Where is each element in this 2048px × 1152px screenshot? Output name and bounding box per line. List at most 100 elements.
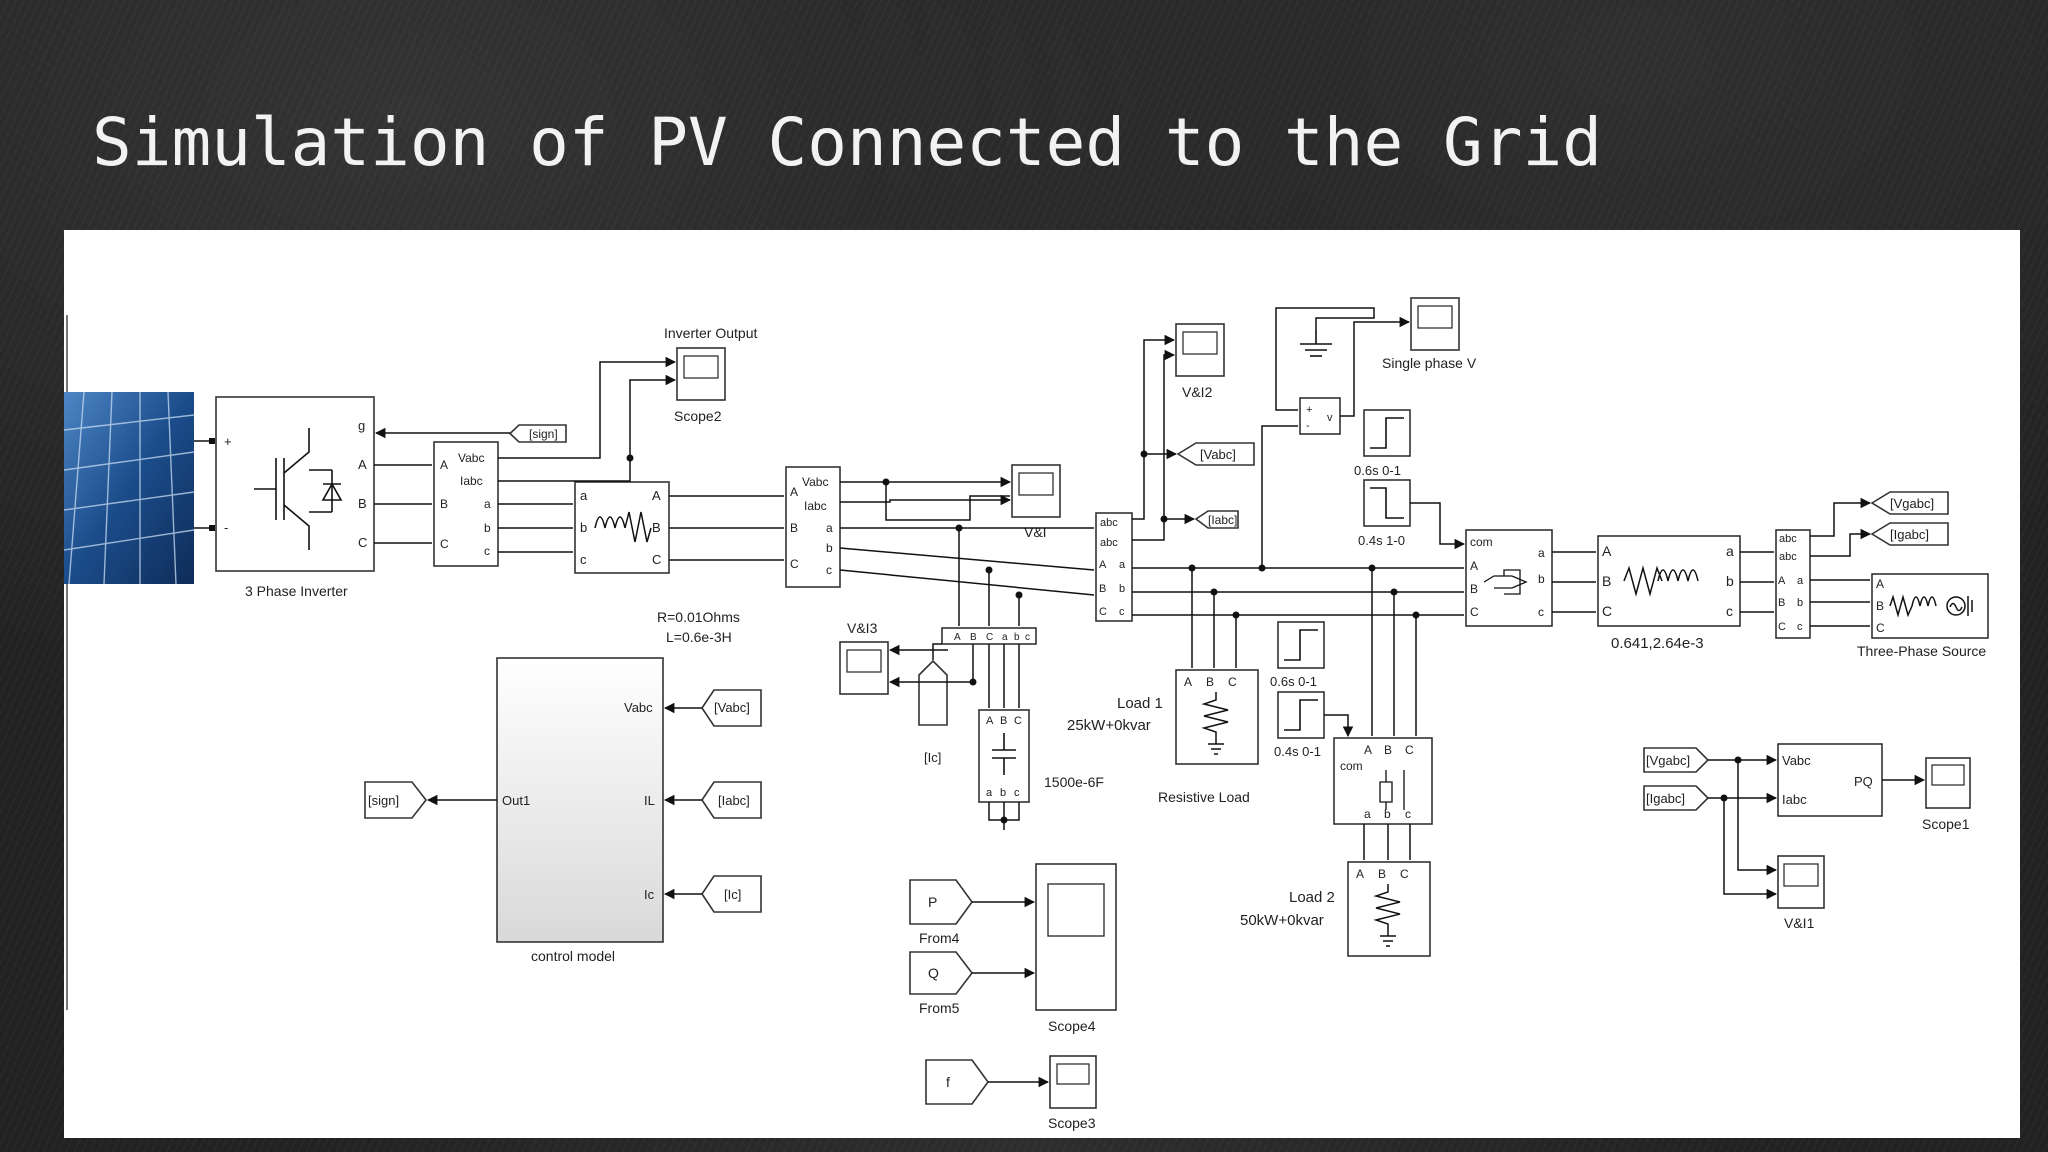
scope-vi3-label: V&I3	[847, 620, 878, 636]
load2-label: Load 2	[1289, 889, 1335, 906]
step-icon	[1370, 417, 1404, 449]
single-phase-v-label: Single phase V	[1382, 355, 1477, 371]
svg-text:Vabc: Vabc	[802, 475, 828, 489]
pq-block[interactable]: Vabc Iabc PQ	[1777, 743, 1883, 817]
scope2-block[interactable]	[676, 347, 726, 401]
three-phase-source-label: Three-Phase Source	[1857, 643, 1986, 659]
svg-text:C: C	[1099, 606, 1107, 618]
ground-icon	[1300, 330, 1332, 357]
svg-text:b: b	[484, 521, 491, 535]
from4-tag[interactable]: P	[909, 879, 973, 925]
svg-text:a: a	[986, 787, 993, 799]
line-rl-block[interactable]: A B C a b c	[1597, 535, 1741, 627]
scope-icon	[683, 355, 719, 379]
goto-ic-tag[interactable]: [Ic]	[918, 659, 948, 765]
svg-text:A: A	[1184, 675, 1192, 689]
from-vgabc-tag[interactable]: [Vgabc]	[1643, 747, 1710, 773]
svg-text:C: C	[1876, 621, 1885, 635]
rl-filter-block[interactable]: a b c A B C	[574, 481, 670, 574]
svg-text:B: B	[1384, 743, 1392, 757]
control-output: Out1	[502, 793, 530, 808]
svg-text:a: a	[1538, 546, 1545, 560]
scope-vi3-block[interactable]	[839, 641, 889, 695]
goto-iabc-tag[interactable]: [Iabc]	[1194, 510, 1239, 529]
scope-icon	[1931, 764, 1965, 786]
from5-tag[interactable]: Q	[909, 951, 974, 995]
svg-text:C: C	[652, 552, 661, 567]
scope-vi1-block[interactable]	[1777, 855, 1825, 909]
svg-text:a: a	[826, 521, 833, 535]
svg-text:[sign]: [sign]	[529, 427, 558, 441]
svg-text:[sign]: [sign]	[368, 793, 399, 808]
svg-text:A: A	[1470, 559, 1478, 573]
svg-text:B: B	[1000, 715, 1007, 727]
scope-vi2-block[interactable]	[1175, 323, 1225, 377]
svg-text:B: B	[1876, 599, 1884, 613]
svg-text:A: A	[1364, 743, 1372, 757]
scope1-block[interactable]	[1925, 757, 1971, 809]
svg-text:B: B	[652, 520, 661, 535]
svg-text:b: b	[1014, 632, 1020, 643]
inverter-port-g: g	[358, 418, 365, 433]
svg-text:b: b	[580, 520, 587, 535]
scope3-block[interactable]	[1049, 1055, 1097, 1109]
single-phase-scope-block[interactable]	[1410, 297, 1460, 351]
inverter-port-b: B	[358, 496, 367, 511]
svg-text:c: c	[580, 552, 587, 567]
svg-text:B: B	[790, 521, 798, 535]
measurement-block-4[interactable]: abc abc A B C a b c	[1775, 529, 1811, 639]
control-model-block[interactable]: Vabc IL Ic Out1	[496, 657, 664, 943]
breaker-block-2[interactable]: com A B C a b c	[1333, 737, 1433, 825]
svg-text:A: A	[790, 485, 798, 499]
from-f-tag[interactable]: f	[925, 1059, 989, 1105]
measurement-block-2[interactable]: A B C Vabc Iabc a b c	[785, 466, 841, 588]
measurement-block-3[interactable]: abc abc A B C a b c	[1095, 512, 1133, 622]
from-igabc-tag[interactable]: [Igabc]	[1643, 785, 1710, 811]
svg-text:C: C	[1228, 675, 1237, 689]
capacitor-block[interactable]: A B C a b c	[978, 709, 1030, 803]
from-iabc-tag[interactable]: [Iabc]	[701, 781, 762, 819]
measurement-block-1[interactable]: A B C Vabc Iabc a b c	[433, 441, 499, 567]
svg-text:B: B	[1378, 867, 1386, 881]
scope-icon	[1182, 331, 1218, 355]
goto-igabc-tag[interactable]: [Igabc]	[1870, 522, 1949, 546]
svg-text:a: a	[580, 488, 588, 503]
slide-title: Simulation of PV Connected to the Grid	[92, 104, 1602, 181]
goto-sign-tag-2[interactable]: [sign]	[364, 781, 428, 819]
inverter-block[interactable]: + - g A B C	[215, 396, 375, 572]
capacitor-measurement-block[interactable]: A B C a b c	[941, 627, 1037, 645]
goto-sign-tag[interactable]: [sign]	[508, 424, 567, 443]
svg-text:b: b	[1538, 572, 1545, 586]
breaker-block-1[interactable]: com A B C a b c	[1465, 529, 1553, 627]
three-phase-source-block[interactable]: A B C	[1871, 573, 1989, 639]
step-block-3[interactable]	[1277, 621, 1325, 669]
goto-vabc-tag[interactable]: [Vabc]	[1176, 442, 1255, 466]
svg-text:c: c	[1025, 632, 1030, 643]
load2-block[interactable]: A B C	[1347, 861, 1431, 957]
svg-text:c: c	[1405, 807, 1411, 821]
from-ic-tag[interactable]: [Ic]	[701, 875, 762, 913]
svg-text:C: C	[986, 632, 993, 643]
control-input-vabc: Vabc	[624, 700, 653, 715]
step-block-2[interactable]	[1363, 479, 1411, 527]
svg-text:A: A	[1099, 559, 1107, 571]
svg-text:[Ic]: [Ic]	[724, 887, 741, 902]
svg-text:C: C	[1778, 621, 1786, 633]
svg-text:a: a	[1119, 559, 1126, 571]
step-block-1[interactable]	[1363, 409, 1411, 457]
scope4-block[interactable]	[1035, 863, 1117, 1011]
scope-vi-block[interactable]	[1011, 464, 1061, 518]
svg-text:Iabc: Iabc	[1782, 792, 1807, 807]
load1-block[interactable]: A B C	[1175, 669, 1259, 765]
scope-vi2-label: V&I2	[1182, 384, 1213, 400]
voltmeter-block[interactable]: + - v	[1299, 397, 1341, 435]
capacitor-icon	[992, 733, 1016, 775]
svg-text:b: b	[1000, 787, 1006, 799]
goto-vgabc-tag[interactable]: [Vgabc]	[1870, 491, 1949, 515]
svg-text:C: C	[1405, 743, 1414, 757]
switch-icon	[1379, 770, 1405, 810]
step-block-4[interactable]	[1277, 691, 1325, 739]
svg-text:Vabc: Vabc	[458, 451, 484, 465]
from-vabc-tag[interactable]: [Vabc]	[701, 689, 762, 727]
svg-text:com: com	[1470, 535, 1493, 549]
